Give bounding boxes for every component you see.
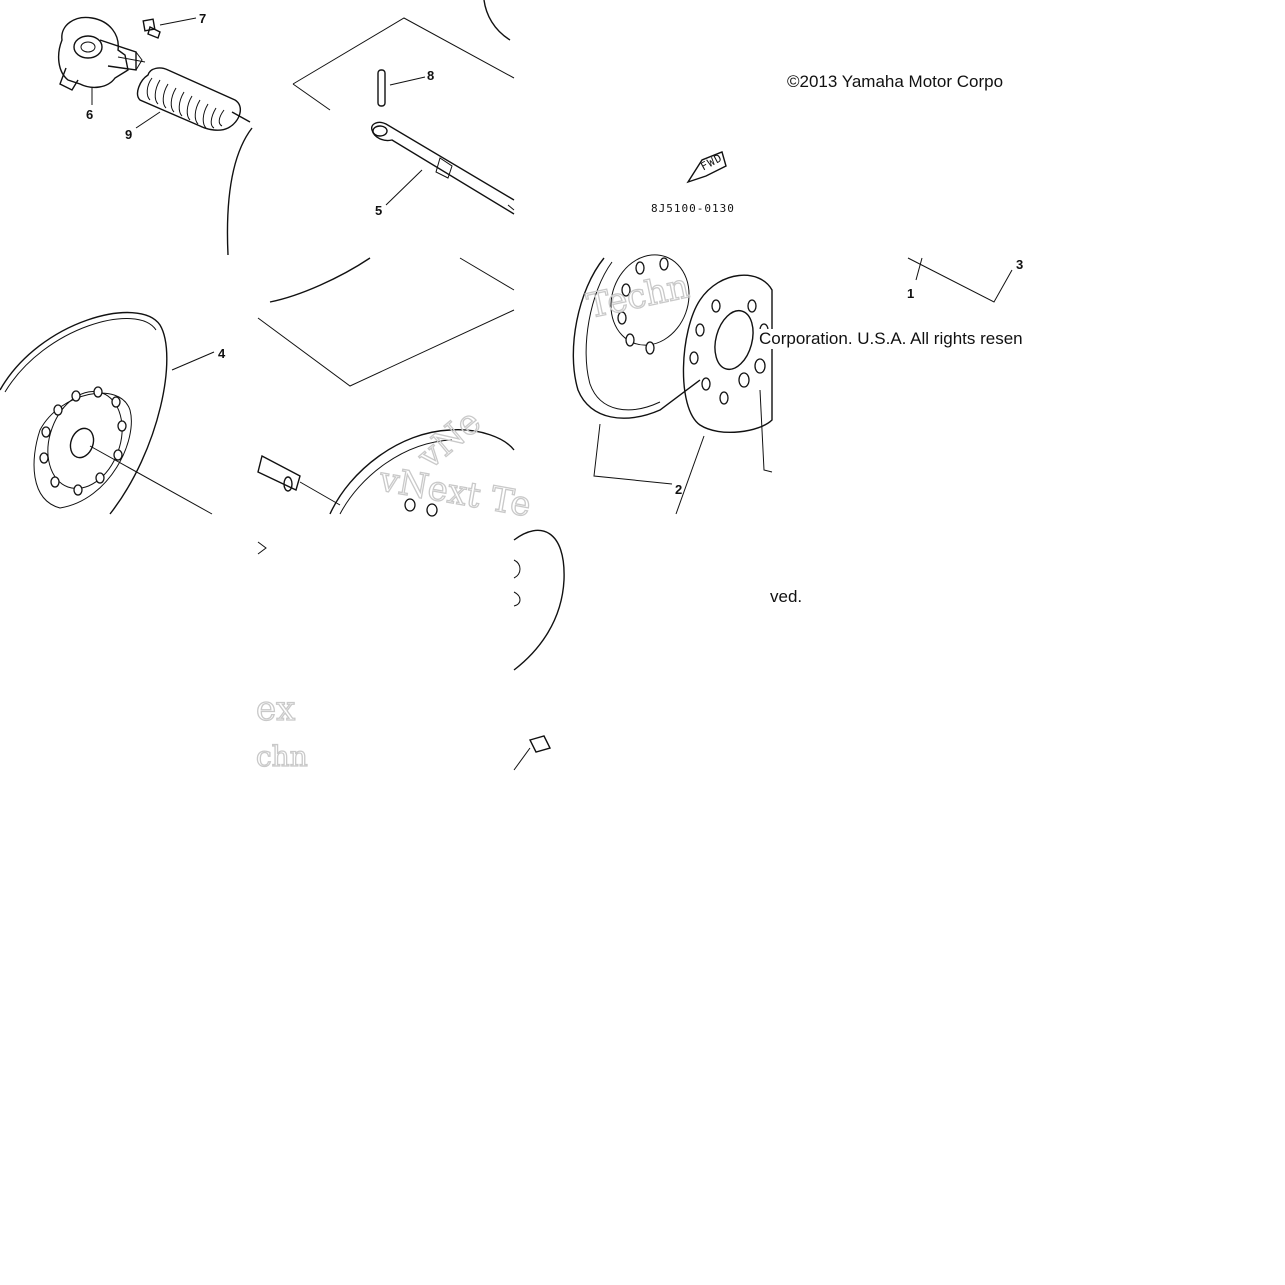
tile-middle-right: 2 Techn [572,254,773,515]
callout-4: 4 [218,346,226,361]
tile-top-left: 7 6 9 [57,0,511,256]
bolt-icon [513,735,552,771]
callout-1: 1 [907,286,914,301]
copyright-line-1: ©2013 Yamaha Motor Corpo [787,72,1004,91]
fwd-arrow-icon: FWD [686,151,727,184]
tile-middle-left: 4 [0,311,226,515]
part-code: 8J5100-0130 [651,202,735,215]
callout-9: 9 [125,127,132,142]
part-2-disc [682,274,773,434]
tile-top-middle: 8 5 [292,17,515,218]
tile-lower: ex chn [255,529,565,774]
fwd-label: FWD [698,151,724,173]
part-5-shaft [371,121,515,215]
tile-center: vNext Te vNe [257,257,535,526]
part-7-bolt [142,18,161,39]
part-9-spring [136,67,251,131]
callout-6: 6 [86,107,93,122]
watermark-text: chn [256,740,308,773]
callout-2: 2 [675,482,682,497]
callout-8: 8 [427,68,434,83]
tile-right: 1 3 [907,257,1023,303]
part-1-disc [572,254,701,419]
copyright-line-3: ved. [770,587,803,606]
callout-7: 7 [199,11,206,26]
copyright-line-2: Corporation. U.S.A. All rights resen [759,329,1030,349]
callout-5: 5 [375,203,382,218]
part-4-disc [0,311,213,515]
watermark-text: vNext Te [375,459,533,525]
part-6-housing [57,16,143,91]
callout-3: 3 [1016,257,1023,272]
tile-top-right: FWD 8J5100-0130 [651,151,735,215]
part-8-pin [377,69,386,107]
watermark-text: ex [256,689,295,729]
watermark-text: Techn [584,266,693,327]
